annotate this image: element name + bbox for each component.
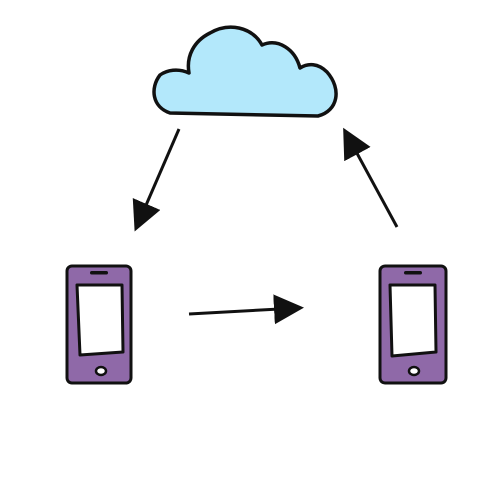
phone-home-button xyxy=(94,365,108,377)
phone-screen xyxy=(388,283,438,358)
arrow-cloud-to-left-phone xyxy=(132,128,181,232)
arrow-left-phone-to-right-phone xyxy=(188,294,304,325)
arrow-right-phone-to-cloud xyxy=(343,127,399,228)
phone-home-button xyxy=(407,365,421,377)
smartphone-icon xyxy=(378,264,448,385)
phone-speaker xyxy=(404,271,422,275)
smartphone-icon xyxy=(65,264,133,385)
phone-speaker xyxy=(90,271,108,275)
cloud-icon xyxy=(152,25,338,118)
phone-screen xyxy=(75,283,125,357)
